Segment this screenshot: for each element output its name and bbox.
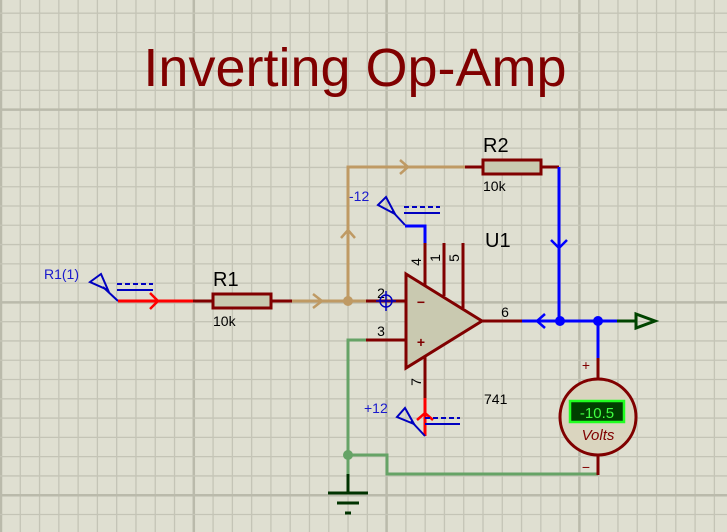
opamp-noninverting-symbol: + [417, 334, 425, 350]
pin-label-4: 4 [408, 258, 424, 266]
output-terminal-icon [634, 311, 660, 331]
junction-ground [343, 450, 353, 460]
wire-output[interactable] [483, 167, 617, 358]
junction-output [593, 316, 603, 326]
r1-value: 10k [213, 313, 237, 329]
vneg-terminal-label: -12 [349, 188, 369, 204]
vpos-terminal-label: +12 [364, 400, 388, 416]
u1-part: 741 [484, 391, 508, 407]
input-terminal-icon [88, 272, 153, 302]
junction-inverting [343, 296, 353, 306]
pin-label-6: 6 [501, 304, 509, 320]
resistor-r2[interactable]: R2 10k [465, 135, 559, 194]
pin-label-1: 1 [427, 254, 443, 262]
pin-label-3: 3 [377, 323, 385, 339]
pin-label-7: 7 [408, 378, 424, 386]
junction-output-feedback [555, 316, 565, 326]
vneg-terminal[interactable]: -12 [349, 188, 440, 243]
wire-ground[interactable] [346, 338, 598, 476]
vpos-terminal[interactable]: +12 [364, 398, 460, 437]
input-terminal-label: R1(1) [44, 266, 79, 282]
input-terminal[interactable]: R1(1) [44, 266, 153, 302]
output-terminal[interactable] [617, 311, 660, 331]
r2-value: 10k [483, 178, 507, 194]
ground-icon [328, 474, 368, 515]
resistor-r1[interactable]: R1 10k [193, 269, 292, 329]
vneg-terminal-icon [376, 195, 440, 226]
opamp-inverting-symbol: − [417, 294, 425, 310]
r2-ref: R2 [483, 135, 509, 157]
voltmeter-plus-label: + [582, 357, 590, 373]
r1-ref: R1 [213, 269, 239, 291]
vpos-terminal-icon [395, 406, 460, 437]
wire-vpos-arrow [416, 411, 434, 421]
probe-crosshair-icon [376, 291, 396, 311]
u1-ref: U1 [485, 230, 511, 252]
schematic-title: Inverting Op-Amp [143, 38, 566, 98]
voltmeter[interactable]: -10.5 Volts + − [558, 357, 638, 475]
voltmeter-reading: -10.5 [580, 405, 614, 422]
opamp-u1[interactable]: − + 2 3 6 4 1 5 7 U1 741 [366, 230, 522, 407]
pin-label-5: 5 [446, 254, 462, 262]
wire-vneg[interactable] [405, 224, 427, 243]
wire-input[interactable] [118, 292, 193, 310]
voltmeter-unit: Volts [582, 427, 615, 444]
pin-label-2: 2 [377, 285, 385, 301]
voltmeter-minus-label: − [582, 459, 590, 475]
